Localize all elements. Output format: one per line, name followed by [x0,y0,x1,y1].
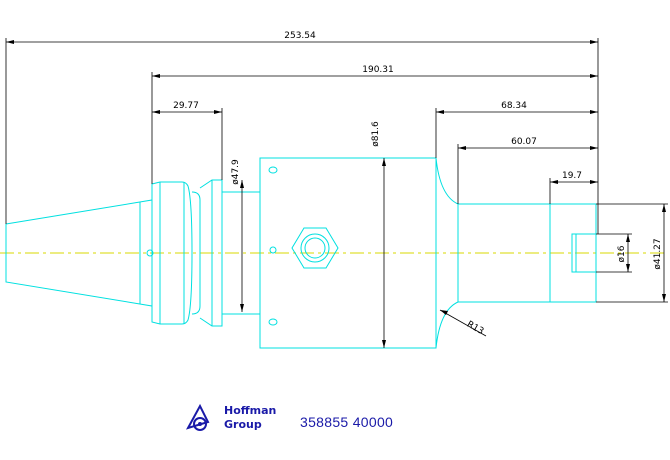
dim-dia-body: ø81.6 [371,121,381,147]
dim-length-60: 60.07 [511,137,537,147]
dimension-lines [5,38,668,348]
dim-shank-length: 19.7 [562,171,582,181]
dim-dia-neck: ø41.27 [653,238,663,269]
hoffmann-group-logo: Hoffmann Group [186,403,276,431]
dim-overall-length: 253.54 [284,31,316,41]
dimension-arrows [6,40,666,348]
svg-text:Hoffmann: Hoffmann [224,404,276,417]
dim-dia-tip: ø16 [617,245,627,262]
svg-text:Group: Group [224,418,262,431]
dim-length-190: 190.31 [362,65,394,75]
dim-length-68: 68.34 [501,101,527,111]
dim-dia-flange: ø47.9 [231,159,241,185]
dim-radius: R13 [465,320,485,338]
part-number: 358855 40000 [300,414,394,430]
dim-flange-length: 29.77 [173,101,199,111]
tool-holder-outline [5,157,597,349]
